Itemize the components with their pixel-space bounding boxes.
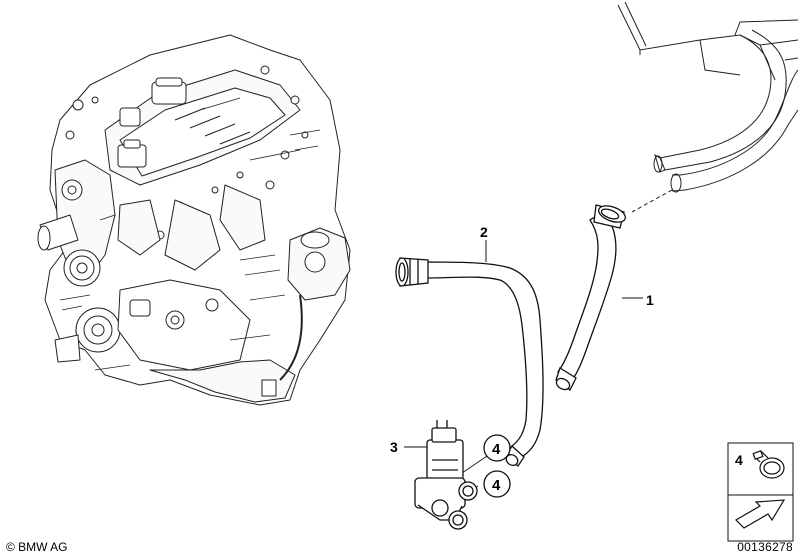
copyright-text: © BMW AG	[6, 540, 68, 554]
clamp-callout-a-label: 4	[492, 441, 501, 458]
leader-lines	[404, 240, 643, 448]
heater-core-pipes	[617, 1, 799, 193]
callout-hose-2: 2	[480, 224, 488, 240]
engine-illustration	[37, 34, 351, 406]
arrow-icon	[735, 499, 786, 529]
clamp-callout-b: 4	[483, 470, 511, 498]
legend-item-4-label: 4	[735, 452, 743, 468]
hose-2	[395, 257, 544, 467]
callout-valve-3: 3	[390, 439, 398, 455]
clamp-callout-b-label: 4	[492, 477, 501, 494]
callout-hose-1: 1	[646, 292, 654, 308]
hose-1	[555, 204, 627, 391]
clamp-callout-a: 4	[483, 434, 511, 462]
auxiliary-water-pump	[414, 420, 478, 530]
parts-legend: 4	[727, 442, 794, 542]
diagram-number: 00136278	[737, 540, 793, 554]
hose-clamp-icon	[752, 450, 785, 479]
